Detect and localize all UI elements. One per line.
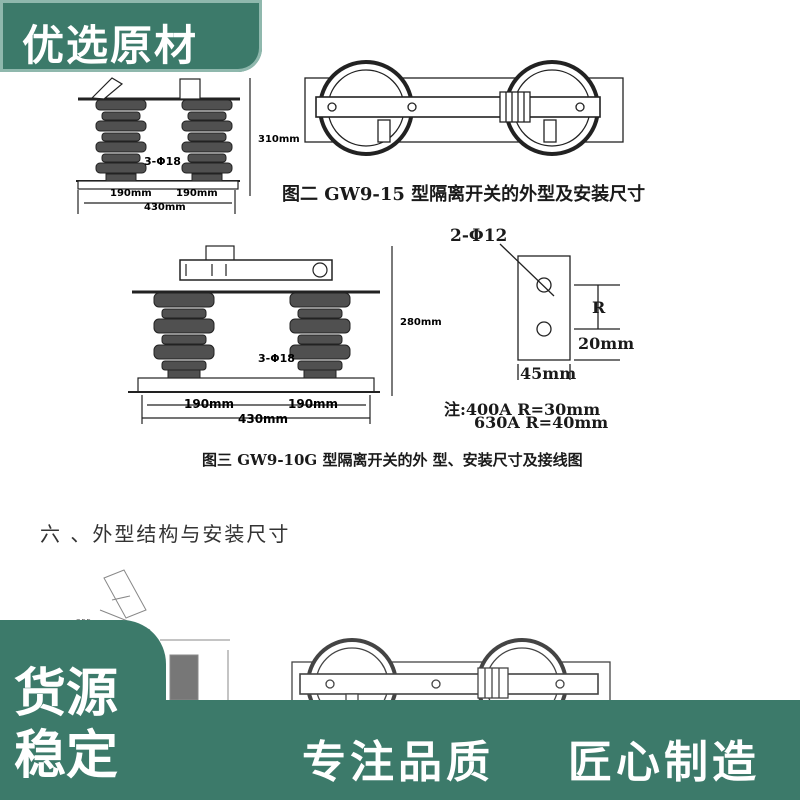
- fig3-height-dim: 280mm: [400, 317, 442, 328]
- bottom-left-badge-line1: 货源: [14, 664, 119, 724]
- fig2-insulators: [95, 99, 233, 182]
- fig2-left-dim: 190mm: [110, 188, 152, 199]
- fig3-insulators: [153, 292, 351, 379]
- fig3-side-view: [128, 245, 393, 424]
- fig3-holes-dim: 3-Φ18: [258, 352, 295, 365]
- terminal-r-label: R: [592, 298, 606, 317]
- fig3-total-dim: 430mm: [238, 412, 289, 426]
- fig2-holes-dim: 3-Φ18: [144, 155, 181, 168]
- terminal-pitch-label: 20mm: [578, 334, 635, 353]
- fig2-caption: 图二 GW9-15 型隔离开关的外型及安装尺寸: [282, 184, 646, 205]
- terminal-note-1: 注:400A R=30mm: [444, 400, 601, 419]
- fig2-side-view: [76, 77, 251, 214]
- bottom-band-fade: [170, 700, 800, 800]
- top-left-badge-text: 优选原材: [22, 21, 199, 70]
- section6-title: 六 、外型结构与安装尺寸: [40, 522, 291, 546]
- top-left-badge: 优选原材: [0, 0, 262, 72]
- terminal-plate: [499, 243, 620, 380]
- fig2-top-view: [304, 60, 624, 156]
- fig2-total-dim: 430mm: [144, 202, 186, 213]
- terminal-note-2: 630A R=40mm: [474, 413, 609, 432]
- slogan-quality: 专注品质: [302, 737, 494, 788]
- terminal-width-label: 45mm: [520, 364, 577, 383]
- terminal-holes-label: 2-Φ12: [450, 226, 508, 246]
- bottom-left-badge: 货源 稳定: [0, 620, 166, 800]
- slogan-craft: 匠心制造: [568, 737, 760, 788]
- fig2-height-dim: 310mm: [258, 134, 300, 145]
- bottom-left-badge-line2: 稳定: [14, 726, 119, 786]
- fig3-left-dim: 190mm: [184, 397, 235, 411]
- fig2-right-dim: 190mm: [176, 188, 218, 199]
- fig3-caption: 图三 GW9-10G 型隔离开关的外 型、安装尺寸及接线图: [202, 451, 583, 469]
- fig3-right-dim: 190mm: [288, 397, 339, 411]
